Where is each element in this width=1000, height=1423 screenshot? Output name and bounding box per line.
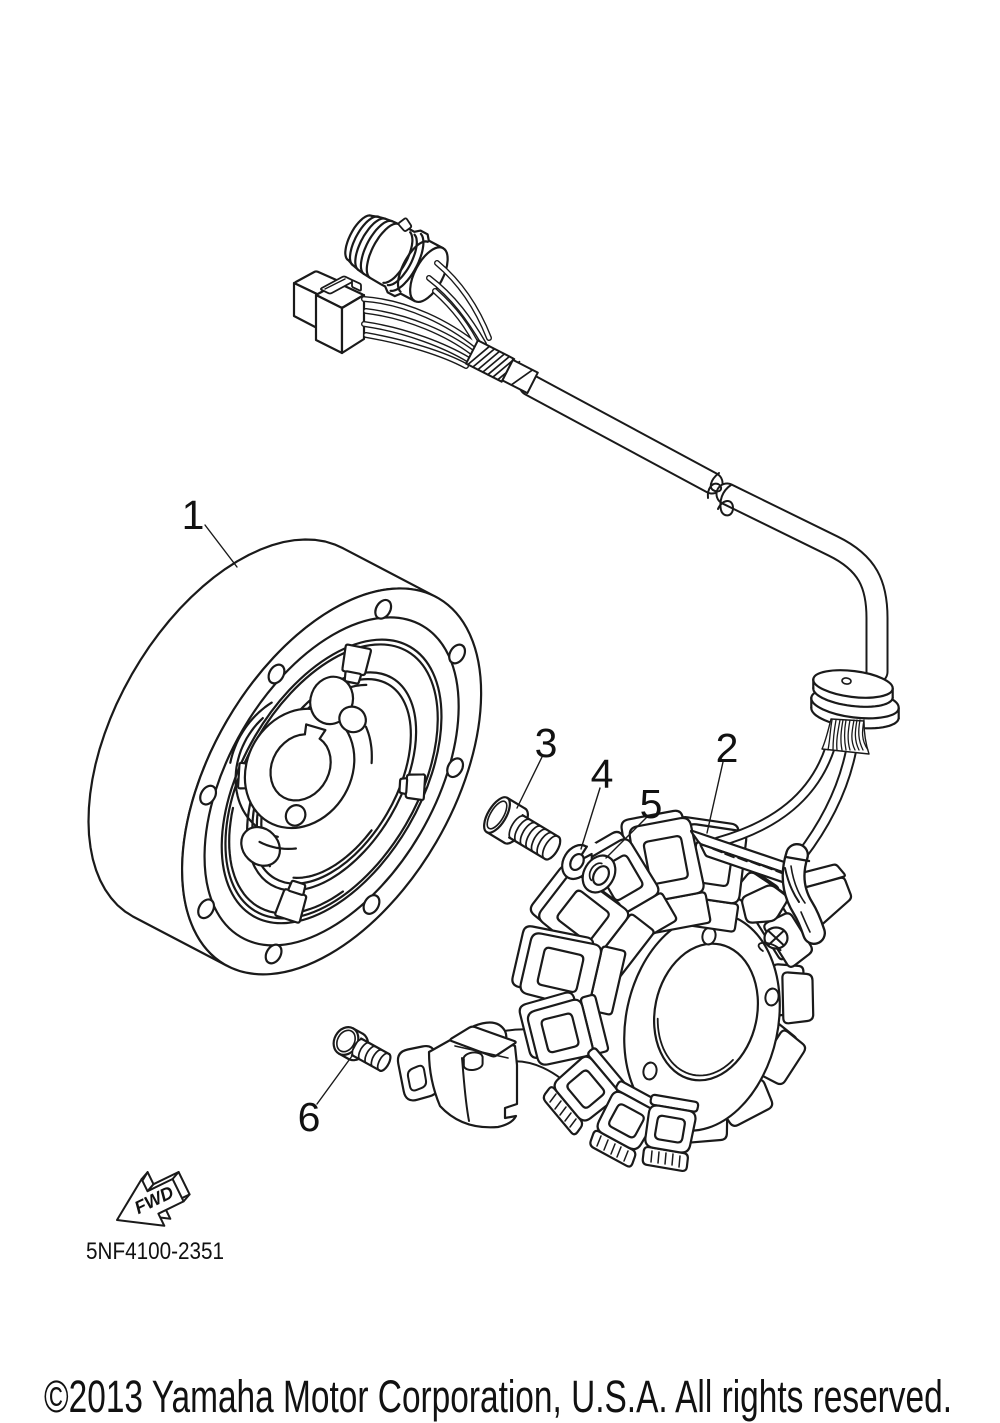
callout-1: 1 — [182, 492, 205, 538]
diagram-code: 5NF4100-2351 — [86, 1238, 224, 1265]
part-3-bolt — [483, 796, 562, 861]
callout-6: 6 — [298, 1094, 321, 1140]
rect-connector — [292, 270, 366, 355]
cable-grommet — [810, 669, 900, 755]
callout-3: 3 — [535, 720, 558, 766]
round-connector — [344, 214, 449, 303]
callout-4: 4 — [591, 751, 614, 797]
part-6-bolt — [332, 1026, 392, 1073]
part-5-plain-washer — [581, 854, 617, 894]
callout-leader-lines — [204, 524, 724, 1105]
fwd-arrow — [116, 1171, 191, 1227]
callout-5: 5 — [640, 781, 663, 827]
rubber-boot — [781, 843, 826, 945]
copyright-text: ©2013 Yamaha Motor Corporation, U.S.A. A… — [44, 1371, 952, 1422]
clamp-screw — [757, 926, 789, 952]
part-wire-holder-bracket — [396, 1021, 519, 1129]
wire-harness — [518, 373, 889, 684]
part-2-stator-assembly — [511, 809, 815, 1173]
part-1-flywheel-rotor — [87, 538, 483, 976]
tape-wrap — [465, 339, 539, 395]
callout-2: 2 — [716, 725, 739, 771]
stator-leads — [712, 742, 857, 862]
